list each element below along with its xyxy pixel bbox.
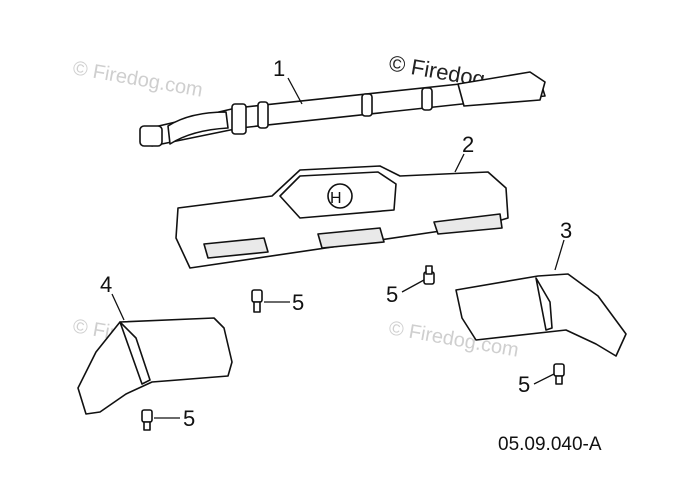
callout-2: 2 <box>462 132 474 157</box>
bolt-center-right <box>401 265 435 293</box>
watermark-top-left: © Firedog.com <box>71 57 204 101</box>
callout-1: 1 <box>273 56 285 81</box>
part-1-shaft <box>139 71 546 147</box>
callout-5-c: 5 <box>518 372 530 397</box>
bolt-bottom-right <box>533 363 565 385</box>
bolt-center-left <box>251 289 290 313</box>
callout-5-b: 5 <box>386 282 398 307</box>
figure-code: 05.09.040-A <box>498 434 602 455</box>
part-4-left-cover <box>77 293 233 415</box>
part-2-handle-cover: H <box>175 153 509 269</box>
callout-4: 4 <box>100 272 112 297</box>
callout-5-d: 5 <box>183 406 195 431</box>
part-3-right-cover <box>455 239 627 357</box>
logo-mark: H <box>330 190 342 207</box>
callout-5-a: 5 <box>292 290 304 315</box>
bolt-bottom-left <box>141 409 180 431</box>
callout-3: 3 <box>560 218 572 243</box>
